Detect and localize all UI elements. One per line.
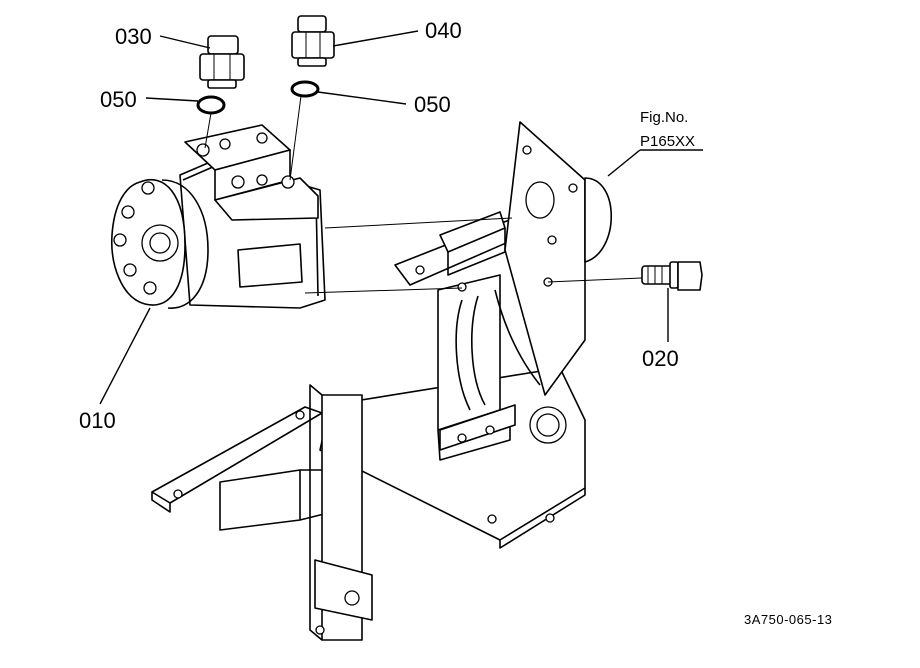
drawing-code: 3A750-065-13 <box>744 612 832 627</box>
o-ring-050-right <box>290 80 320 98</box>
leader-lines <box>99 30 703 405</box>
callout-010: 010 <box>79 408 116 433</box>
callout-020: 020 <box>642 346 679 371</box>
callout-030: 030 <box>115 24 152 49</box>
assembly-lines <box>204 95 643 294</box>
figure-ref-title: Fig.No. <box>640 109 688 126</box>
figure-ref-number: P165XX <box>640 133 695 150</box>
callout-050-left: 050 <box>100 87 137 112</box>
callout-050-right: 050 <box>414 92 451 117</box>
fitting-040 <box>291 15 335 67</box>
flange-bolt-020 <box>641 261 703 291</box>
steering-support-frame <box>151 121 612 641</box>
o-ring-050-left <box>196 95 226 115</box>
power-steering-unit <box>111 124 326 309</box>
fitting-030 <box>199 35 245 89</box>
callout-040: 040 <box>425 18 462 43</box>
